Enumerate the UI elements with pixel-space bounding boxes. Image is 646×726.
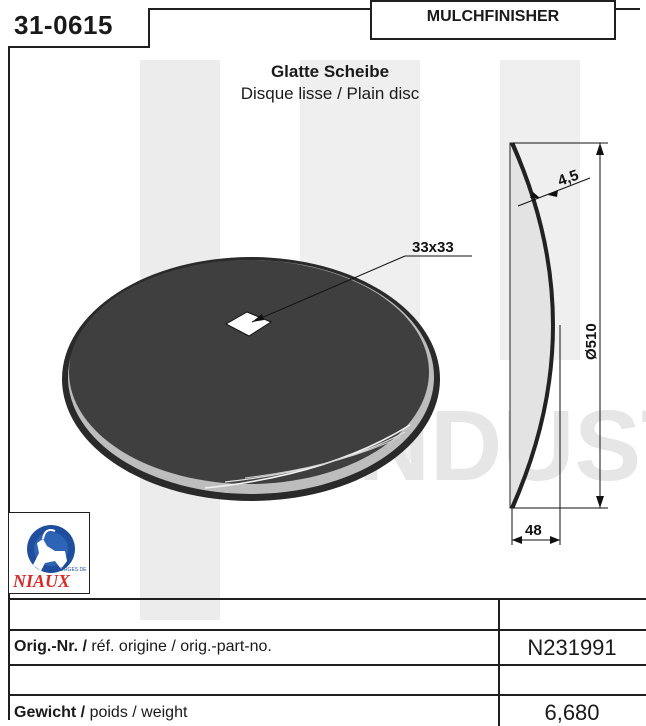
category-tag: MULCHFINISHER [370, 0, 616, 40]
diameter-label: Ø510 [583, 323, 600, 360]
ibex-icon: FORGES DE NIAUX [12, 525, 87, 591]
depth-arrow-left [512, 536, 522, 544]
hole-leader-line [251, 255, 406, 323]
logo-small-text: FORGES DE [57, 567, 87, 573]
table-rule [8, 629, 646, 631]
weight-value: 6,680 [544, 700, 600, 725]
depth-arrow-right [550, 536, 560, 544]
frame [8, 8, 640, 720]
logo-ibex [33, 539, 67, 571]
weight-label-rest: poids / weight [85, 704, 188, 721]
orig-part-label: Orig.-Nr. / réf. origine / orig.-part-no… [14, 638, 272, 656]
orig-part-label-rest: réf. origine / orig.-part-no. [86, 638, 272, 655]
weight-label-bold: Gewicht / [14, 704, 86, 721]
diameter-arrow-bottom [596, 496, 604, 508]
disc-sheen [244, 436, 401, 479]
logo-horn [42, 529, 56, 540]
hole-label: 33x33 [412, 239, 454, 256]
orig-part-value: N231991 [527, 635, 617, 660]
table-top-rule [8, 598, 646, 600]
depth-label: 48 [525, 522, 542, 539]
thickness-label: 4,5 [556, 167, 581, 190]
thickness-arrow-a [530, 192, 540, 198]
disc-profile-edge [510, 142, 555, 509]
product-title: Glatte Scheibe [270, 62, 390, 81]
table-col-divider [498, 598, 500, 726]
hole-leader-arrow [252, 314, 264, 322]
brand-logo: FORGES DE NIAUX [8, 512, 90, 594]
logo-brand: NIAUX [12, 571, 71, 591]
table-rule [8, 664, 646, 666]
weight-label: Gewicht / poids / weight [14, 704, 187, 722]
disc-face [69, 260, 429, 484]
part-number-box [8, 8, 150, 48]
table-rule [8, 694, 646, 696]
orig-part-label-bold: Orig.-Nr. / [14, 638, 87, 655]
product-subtitle: Disque lisse / Plain disc [240, 84, 420, 103]
diameter-arrow-top [596, 143, 604, 155]
part-number: 31-0615 [14, 10, 113, 40]
thickness-arrow-b [548, 190, 558, 197]
